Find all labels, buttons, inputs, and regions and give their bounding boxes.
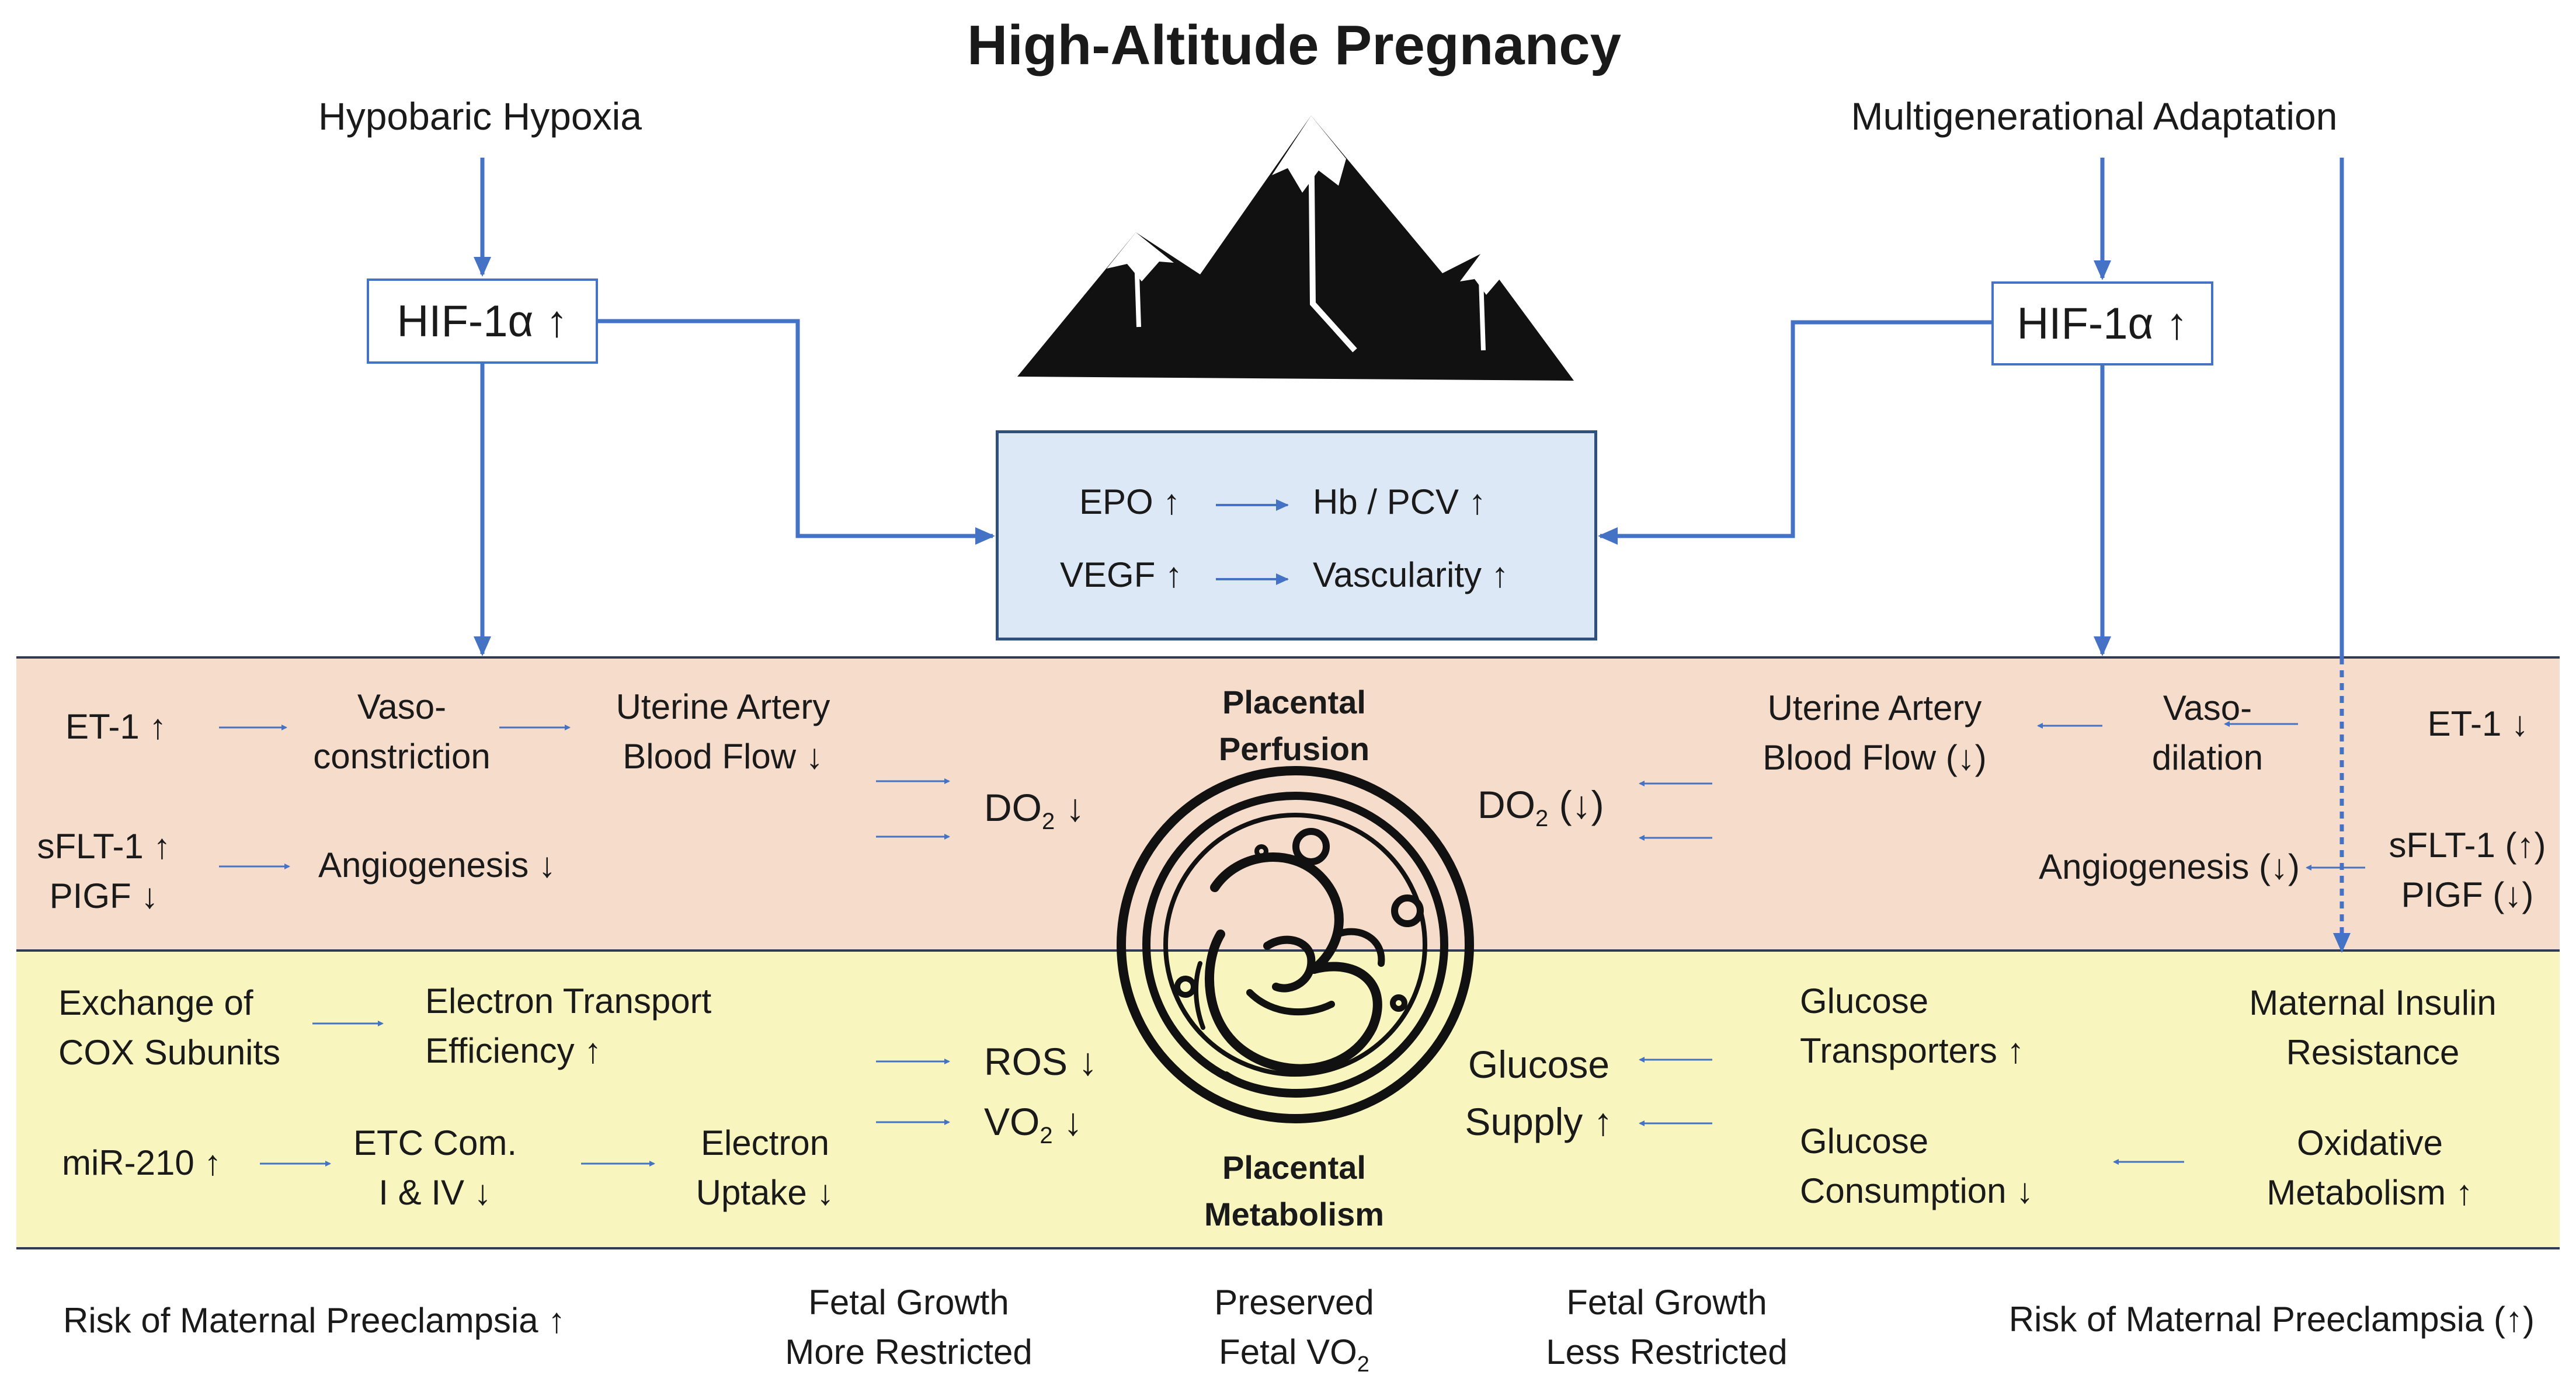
uab-right-line2: Blood Flow (↓) [1762, 738, 1987, 778]
ete-line1: Electron Transport [425, 981, 712, 1021]
uab-left-line1: Uterine Artery [616, 687, 830, 726]
placental-perfusion-title: Placental Perfusion [1219, 679, 1369, 772]
om-line1: Oxidative [2296, 1123, 2443, 1162]
metabolism-title-line2: Metabolism [1204, 1195, 1385, 1233]
pfv-sub: 2 [1357, 1352, 1369, 1377]
sflt-left: sFLT-1 ↑ [37, 827, 171, 866]
pfv-line1: Preserved [1214, 1283, 1374, 1322]
epo-vegf-box [996, 430, 1597, 640]
gs-line2: Supply ↑ [1465, 1099, 1613, 1143]
uab-left-line2: Blood Flow ↓ [623, 737, 823, 777]
placental-metabolism-title: Placental Metabolism [1204, 1144, 1384, 1237]
placental-perfusion-band [16, 657, 2560, 951]
fgr-right-line1: Fetal Growth [1566, 1283, 1767, 1322]
vo2-text: VO [984, 1100, 1040, 1143]
epo-label: EPO ↑ [1079, 482, 1181, 521]
om-line2: Metabolism ↑ [2266, 1173, 2473, 1213]
vaso-right-line1: Vaso- [2163, 688, 2252, 727]
etc-line1: ETC Com. [353, 1123, 517, 1162]
vo2-sub: 2 [1040, 1123, 1053, 1149]
do2-left-arrow: ↓ [1055, 786, 1085, 829]
vo2-label: VO2 ↓ [984, 1102, 1083, 1147]
hypobaric-hypoxia-label: Hypobaric Hypoxia [318, 95, 642, 138]
pigf-right: PIGF (↓) [2401, 875, 2534, 915]
do2-right-text: DO [1478, 783, 1535, 826]
et1-left-label: ET-1 ↑ [65, 707, 167, 746]
do2-left-text: DO [984, 786, 1042, 829]
vasoconstriction-label: Vaso- constriction [313, 682, 490, 781]
cox-line2: COX Subunits [58, 1033, 281, 1073]
vaso-left-line2: constriction [313, 737, 491, 777]
sflt-pigf-left-label: sFLT-1 ↑ PIGF ↓ [37, 821, 171, 921]
pfv-line2: Fetal VO2 [1214, 1327, 1374, 1381]
mir-line2: Resistance [2286, 1033, 2460, 1073]
etc-complex-label: ETC Com. I & IV ↓ [353, 1118, 517, 1217]
fetus-in-placenta-icon [1117, 766, 1474, 1123]
maternal-insulin-resistance-label: Maternal Insulin Resistance [2249, 978, 2497, 1077]
mir210-label: miR-210 ↑ [62, 1143, 222, 1182]
do2-right-label: DO2 (↓) [1478, 785, 1604, 830]
fgr-left-line1: Fetal Growth [808, 1283, 1009, 1322]
mir-line1: Maternal Insulin [2249, 983, 2497, 1022]
eu-line2: Uptake ↓ [696, 1173, 835, 1213]
cox-line1: Exchange of [58, 983, 253, 1022]
uab-right-line1: Uterine Artery [1767, 688, 1982, 727]
gt-line1: Glucose [1800, 981, 1929, 1021]
multigenerational-adaptation-label: Multigenerational Adaptation [1851, 95, 2338, 138]
mountains-icon [1017, 116, 1574, 381]
sflt-right: sFLT-1 (↑) [2389, 826, 2546, 865]
angiogenesis-left-label: Angiogenesis ↓ [318, 845, 556, 885]
risk-preeclampsia-left-label: Risk of Maternal Preeclampsia ↑ [63, 1301, 566, 1340]
glucose-transporters-label: Glucose Transporters ↑ [1800, 976, 2025, 1075]
risk-preeclampsia-right-label: Risk of Maternal Preeclampsia (↑) [2008, 1300, 2535, 1339]
diagram-title: High-Altitude Pregnancy [967, 14, 1622, 76]
gc-line1: Glucose [1800, 1122, 1929, 1161]
gt-line2: Transporters ↑ [1800, 1031, 2025, 1071]
glucose-consumption-label: Glucose Consumption ↓ [1800, 1116, 2033, 1216]
uterine-blood-flow-right-label: Uterine Artery Blood Flow (↓) [1762, 683, 1986, 782]
eu-line1: Electron [700, 1123, 830, 1162]
do2-left-label: DO2 ↓ [984, 788, 1085, 833]
vo2-arrow: ↓ [1052, 1100, 1083, 1143]
hif-box-right: HIF-1α ↑ [1991, 281, 2213, 365]
vegf-label: VEGF ↑ [1060, 555, 1183, 594]
hb-pcv-label: Hb / PCV ↑ [1313, 482, 1486, 521]
vaso-right-line2: dilation [2151, 738, 2264, 778]
ros-label: ROS ↓ [984, 1040, 1098, 1083]
angiogenesis-right-label: Angiogenesis (↓) [2039, 847, 2300, 886]
fgr-right-line2: Less Restricted [1546, 1332, 1788, 1372]
perfusion-title-line2: Perfusion [1218, 730, 1370, 767]
do2-right-arrow: (↓) [1548, 783, 1604, 826]
et1-right-label: ET-1 ↓ [2427, 704, 2529, 743]
do2-left-sub: 2 [1042, 809, 1055, 835]
pigf-left: PIGF ↓ [49, 876, 159, 916]
gc-line2: Consumption ↓ [1800, 1171, 2034, 1211]
gs-line1: Glucose [1468, 1043, 1610, 1086]
glucose-supply-label: Glucose Supply ↑ [1465, 1036, 1612, 1150]
hif-right-label: HIF-1α ↑ [2017, 298, 2188, 349]
vascularity-label: Vascularity ↑ [1313, 555, 1509, 594]
etc-line2: I & IV ↓ [378, 1173, 492, 1213]
electron-transport-efficiency-label: Electron Transport Efficiency ↑ [425, 976, 711, 1075]
hif-box-left: HIF-1α ↑ [367, 279, 598, 364]
vaso-left-line1: Vaso- [357, 687, 447, 726]
hif-left-label: HIF-1α ↑ [397, 296, 568, 346]
fgr-left-line2: More Restricted [785, 1332, 1033, 1372]
cox-subunits-label: Exchange of COX Subunits [58, 978, 280, 1077]
oxidative-metabolism-label: Oxidative Metabolism ↑ [2266, 1118, 2473, 1217]
fetal-growth-less-restricted-label: Fetal Growth Less Restricted [1546, 1277, 1788, 1377]
do2-right-sub: 2 [1535, 806, 1549, 832]
electron-uptake-label: Electron Uptake ↓ [696, 1118, 835, 1217]
metabolism-title-line1: Placental [1222, 1149, 1366, 1186]
ete-line2: Efficiency ↑ [425, 1031, 602, 1071]
placental-metabolism-band [16, 951, 2560, 1248]
uterine-blood-flow-left-label: Uterine Artery Blood Flow ↓ [616, 682, 830, 781]
pfv-line2-text: Fetal VO [1219, 1332, 1357, 1372]
preserved-fetal-vo2-label: Preserved Fetal VO2 [1214, 1277, 1374, 1381]
fetal-growth-more-restricted-label: Fetal Growth More Restricted [785, 1277, 1032, 1377]
sflt-pigf-right-label: sFLT-1 (↑) PIGF (↓) [2389, 820, 2546, 920]
vasodilation-label: Vaso- dilation [2152, 683, 2263, 782]
perfusion-title-line1: Placental [1222, 684, 1366, 720]
